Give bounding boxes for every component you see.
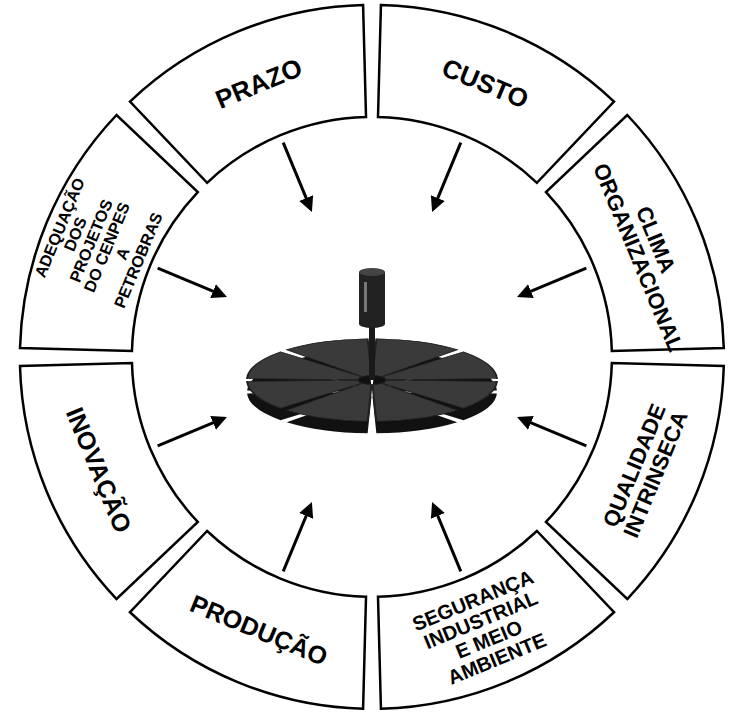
- segment-shape: [378, 531, 614, 709]
- arrow: [158, 268, 225, 296]
- pie-wedge: [247, 380, 362, 408]
- arrow: [433, 505, 461, 572]
- ring-segment: INOVAÇÃO: [17, 360, 201, 602]
- arrow: [283, 505, 311, 572]
- pie-wedge: [382, 352, 497, 380]
- pie-wedge: [287, 339, 372, 377]
- arrow: [520, 418, 587, 446]
- ring-segment: ADEQUAÇÃO DOS PROJETOS DO CENPES A PETRO…: [17, 112, 201, 354]
- segment-shape: [130, 5, 366, 183]
- arrow: [283, 143, 311, 210]
- segment-shape: [20, 363, 198, 599]
- ring-segment: SEGURANÇA INDUSTRIAL E MEIO AMBIENTE: [375, 528, 617, 712]
- segment-shape: [20, 115, 198, 351]
- segment-shape: [546, 115, 724, 351]
- cylinder-highlight: [364, 282, 367, 312]
- arrow-group: [158, 143, 587, 572]
- cylinder-body: [359, 272, 385, 324]
- pie-wedge: [372, 383, 457, 421]
- cylinder-bottom: [359, 320, 385, 328]
- arrow: [158, 418, 225, 446]
- segment-shape: [378, 5, 614, 183]
- segment-shape: [546, 363, 724, 599]
- cylinder-top: [359, 268, 385, 276]
- arrow: [520, 268, 587, 296]
- pin: [369, 320, 375, 380]
- ring-segment: CLIMA ORGANIZACIONAL: [543, 112, 727, 354]
- segment-shape: [130, 531, 366, 709]
- arrow: [433, 143, 461, 210]
